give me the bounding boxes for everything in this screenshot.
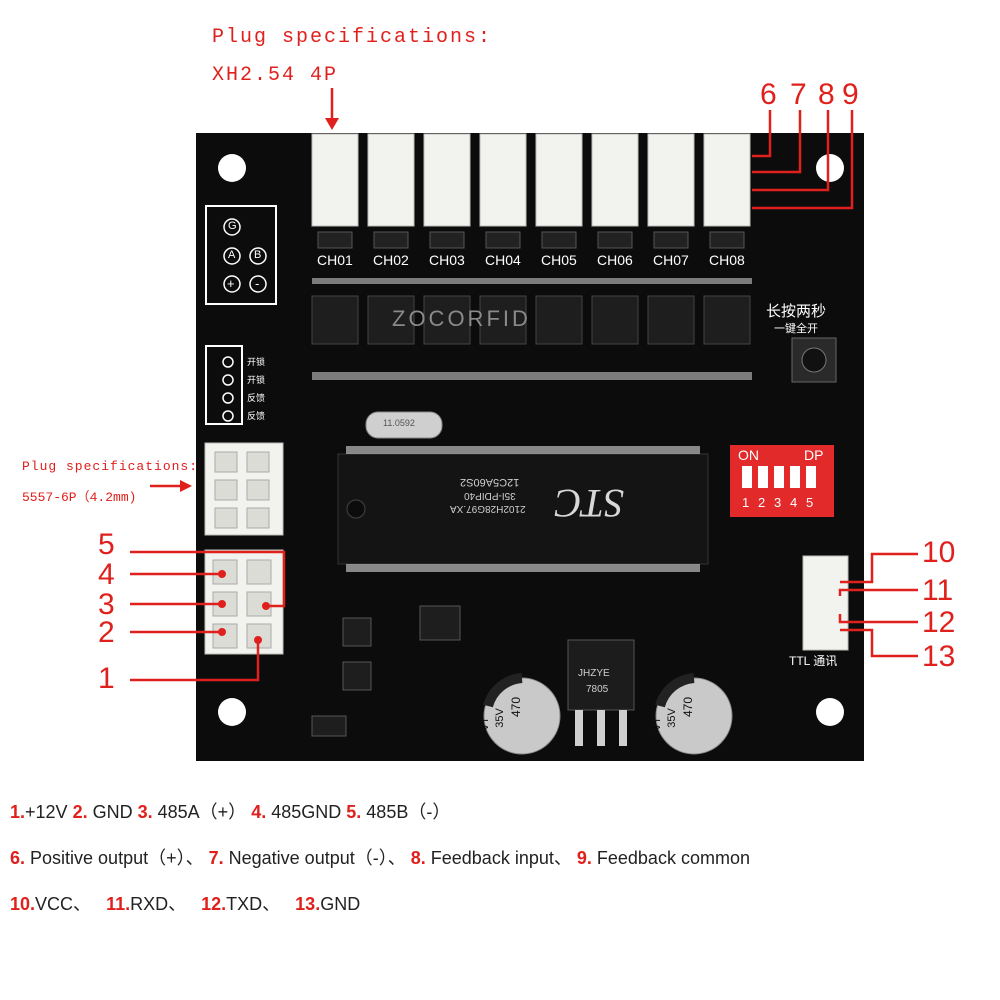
cap-left-label1: 470 [509, 696, 524, 718]
dip-number: 3 [774, 495, 782, 510]
crystal-label: 11.0592 [383, 418, 415, 428]
power-label-box [205, 205, 277, 305]
dip-number: 4 [790, 495, 798, 510]
cap-left-label2: 35V [493, 708, 506, 728]
pin-number-4: 4 [98, 558, 115, 591]
regulator-label2: 7805 [586, 684, 609, 695]
power-a-label: A [228, 249, 236, 261]
pin-number-12: 12 [922, 606, 956, 639]
channel-label: CH02 [373, 252, 409, 268]
button-label-line2: 一键全开 [774, 323, 818, 335]
chip-model: 12C5A60S2 [460, 476, 520, 488]
cap-right-label3: VT [651, 716, 664, 732]
dip-number: 2 [758, 495, 766, 510]
pin-number-1: 1 [98, 662, 115, 695]
cap-right-label2: 35V [665, 708, 678, 728]
small-transistors [317, 231, 745, 249]
resistor-rows [312, 278, 752, 380]
pin-number-3: 3 [98, 588, 115, 621]
mount-hole [816, 698, 844, 726]
side-label: 反馈 [247, 411, 266, 421]
mosfets [311, 295, 751, 345]
legend-line-3: 10.VCC、 11.RXD、 12.TXD、 13.GND [10, 894, 361, 914]
channel-label: CH06 [597, 252, 633, 268]
xh-connectors [311, 133, 751, 227]
legend-line-1: 1.+12V 2. GND 3. 485A（+） 4. 485GND 5. 48… [10, 802, 451, 822]
annotation-dots [218, 570, 270, 644]
pin-number-10: 10 [922, 536, 956, 569]
chip-code: 2102H28G97.XA [450, 503, 526, 514]
spec-title-left: Plug specifications: [22, 459, 199, 474]
dip-on-label: ON [738, 447, 759, 463]
power-minus-label: - [255, 276, 260, 291]
pin-number-13: 13 [922, 640, 956, 673]
power-plus-label: + [227, 276, 235, 291]
mount-hole [816, 154, 844, 182]
chip-package: 35I-PDIP40 [464, 490, 516, 501]
connector-ttl [802, 555, 849, 651]
chip-pins-top [346, 446, 700, 454]
brand-watermark: ZOCORFID [392, 306, 531, 331]
pin-number-11: 11 [922, 574, 954, 607]
dip-number: 5 [806, 495, 814, 510]
mount-hole [218, 698, 246, 726]
power-b-label: B [254, 249, 262, 261]
side-label: 开锁 [247, 375, 266, 385]
channel-label: CH01 [317, 252, 353, 268]
spec-title-top: Plug specifications: [212, 26, 493, 49]
chip-brand: STC [555, 481, 624, 526]
pin-number-9: 9 [842, 78, 859, 111]
regulator-label1: JHZYE [578, 668, 610, 679]
button-label-line1: 长按两秒 [766, 303, 827, 320]
side-pin-box [205, 345, 243, 425]
dip-dp-label: DP [804, 447, 824, 463]
pin-number-7: 7 [790, 78, 807, 111]
pin-number-2: 2 [98, 616, 115, 649]
spec-value-left: 5557-6P（4.2mm) [22, 490, 137, 505]
pin-number-8: 8 [818, 78, 835, 111]
crystal [365, 411, 443, 439]
spec-value-top: XH2.54 4P [212, 64, 339, 87]
side-label: 开锁 [247, 357, 266, 367]
power-g-label: G [228, 220, 237, 232]
channel-label: CH08 [709, 252, 745, 268]
pin-number-6: 6 [760, 78, 777, 111]
annotation-lines [130, 88, 918, 682]
chip-pins-bottom [346, 564, 700, 572]
channel-label: CH07 [653, 252, 689, 268]
channel-label: CH03 [429, 252, 465, 268]
mcu-chip [337, 453, 709, 565]
voltage-regulator [567, 639, 635, 711]
ttl-label: TTL 通讯 [789, 654, 838, 668]
legend-line-2: 6. Positive output（+）、 7. Negative outpu… [10, 848, 750, 868]
mount-hole [218, 154, 246, 182]
soic-chip [419, 605, 461, 641]
side-label: 反馈 [247, 393, 266, 403]
cap-right-label1: 470 [681, 696, 696, 718]
channel-label: CH04 [485, 252, 521, 268]
channel-label: CH05 [541, 252, 577, 268]
dip-number: 1 [742, 495, 750, 510]
pin-number-5: 5 [98, 528, 115, 561]
cap-left-label3: VT [479, 716, 492, 732]
